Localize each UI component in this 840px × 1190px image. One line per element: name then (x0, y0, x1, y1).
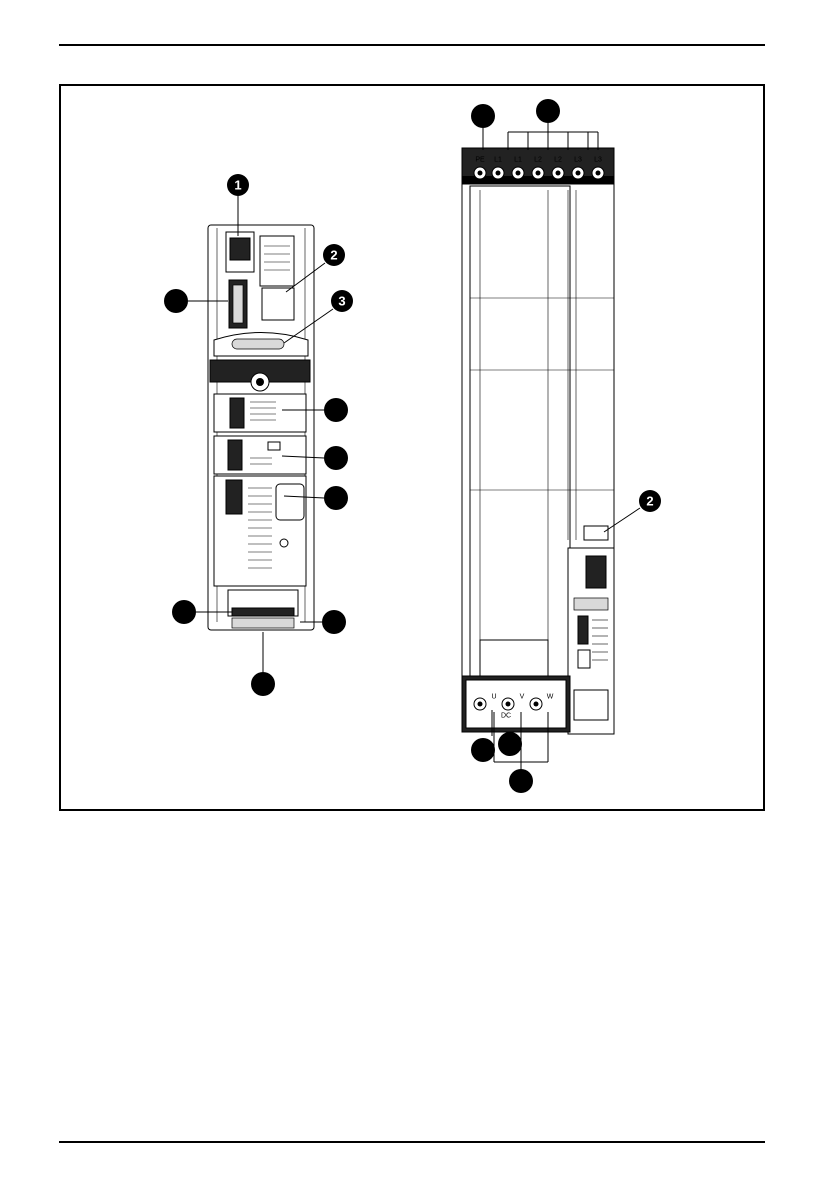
callout-top-a (471, 104, 495, 128)
callout-3: 3 (331, 290, 353, 312)
callout-bottom-b (498, 732, 522, 756)
callout-right-b (324, 446, 348, 470)
callout-right-d (322, 610, 346, 634)
callout-bottom-c (509, 769, 533, 793)
callout-right-c (324, 486, 348, 510)
footer-rule (59, 1141, 765, 1143)
svg-text:2: 2 (330, 248, 337, 263)
terminal-w: W (547, 694, 554, 701)
svg-text:U: U (491, 694, 496, 701)
svg-text:1: 1 (234, 178, 241, 193)
svg-text:L1: L1 (494, 157, 502, 164)
svg-text:W: W (547, 694, 554, 701)
svg-text:L1: L1 (514, 157, 522, 164)
svg-text:2: 2 (646, 494, 653, 509)
callout-left-a (164, 289, 188, 313)
svg-text:L3: L3 (574, 157, 582, 164)
callout-2-left: 2 (323, 244, 345, 266)
callout-left-b (172, 600, 196, 624)
callout-bottom-left (251, 672, 275, 696)
svg-text:L2: L2 (554, 157, 562, 164)
svg-text:PE: PE (475, 157, 485, 164)
svg-text:3: 3 (338, 294, 345, 309)
callout-top-b (536, 99, 560, 123)
callout-1: 1 (227, 174, 249, 196)
callout-2-right: 2 (639, 490, 661, 512)
terminal-ground (474, 698, 486, 710)
callout-right-a (324, 398, 348, 422)
svg-text:V: V (520, 694, 525, 701)
terminal-dc-label: DC (501, 713, 511, 720)
right-drive (462, 148, 614, 734)
svg-text:L2: L2 (534, 157, 542, 164)
left-drive (208, 225, 314, 630)
svg-text:L3: L3 (594, 157, 602, 164)
callout-bottom-a (471, 738, 495, 762)
